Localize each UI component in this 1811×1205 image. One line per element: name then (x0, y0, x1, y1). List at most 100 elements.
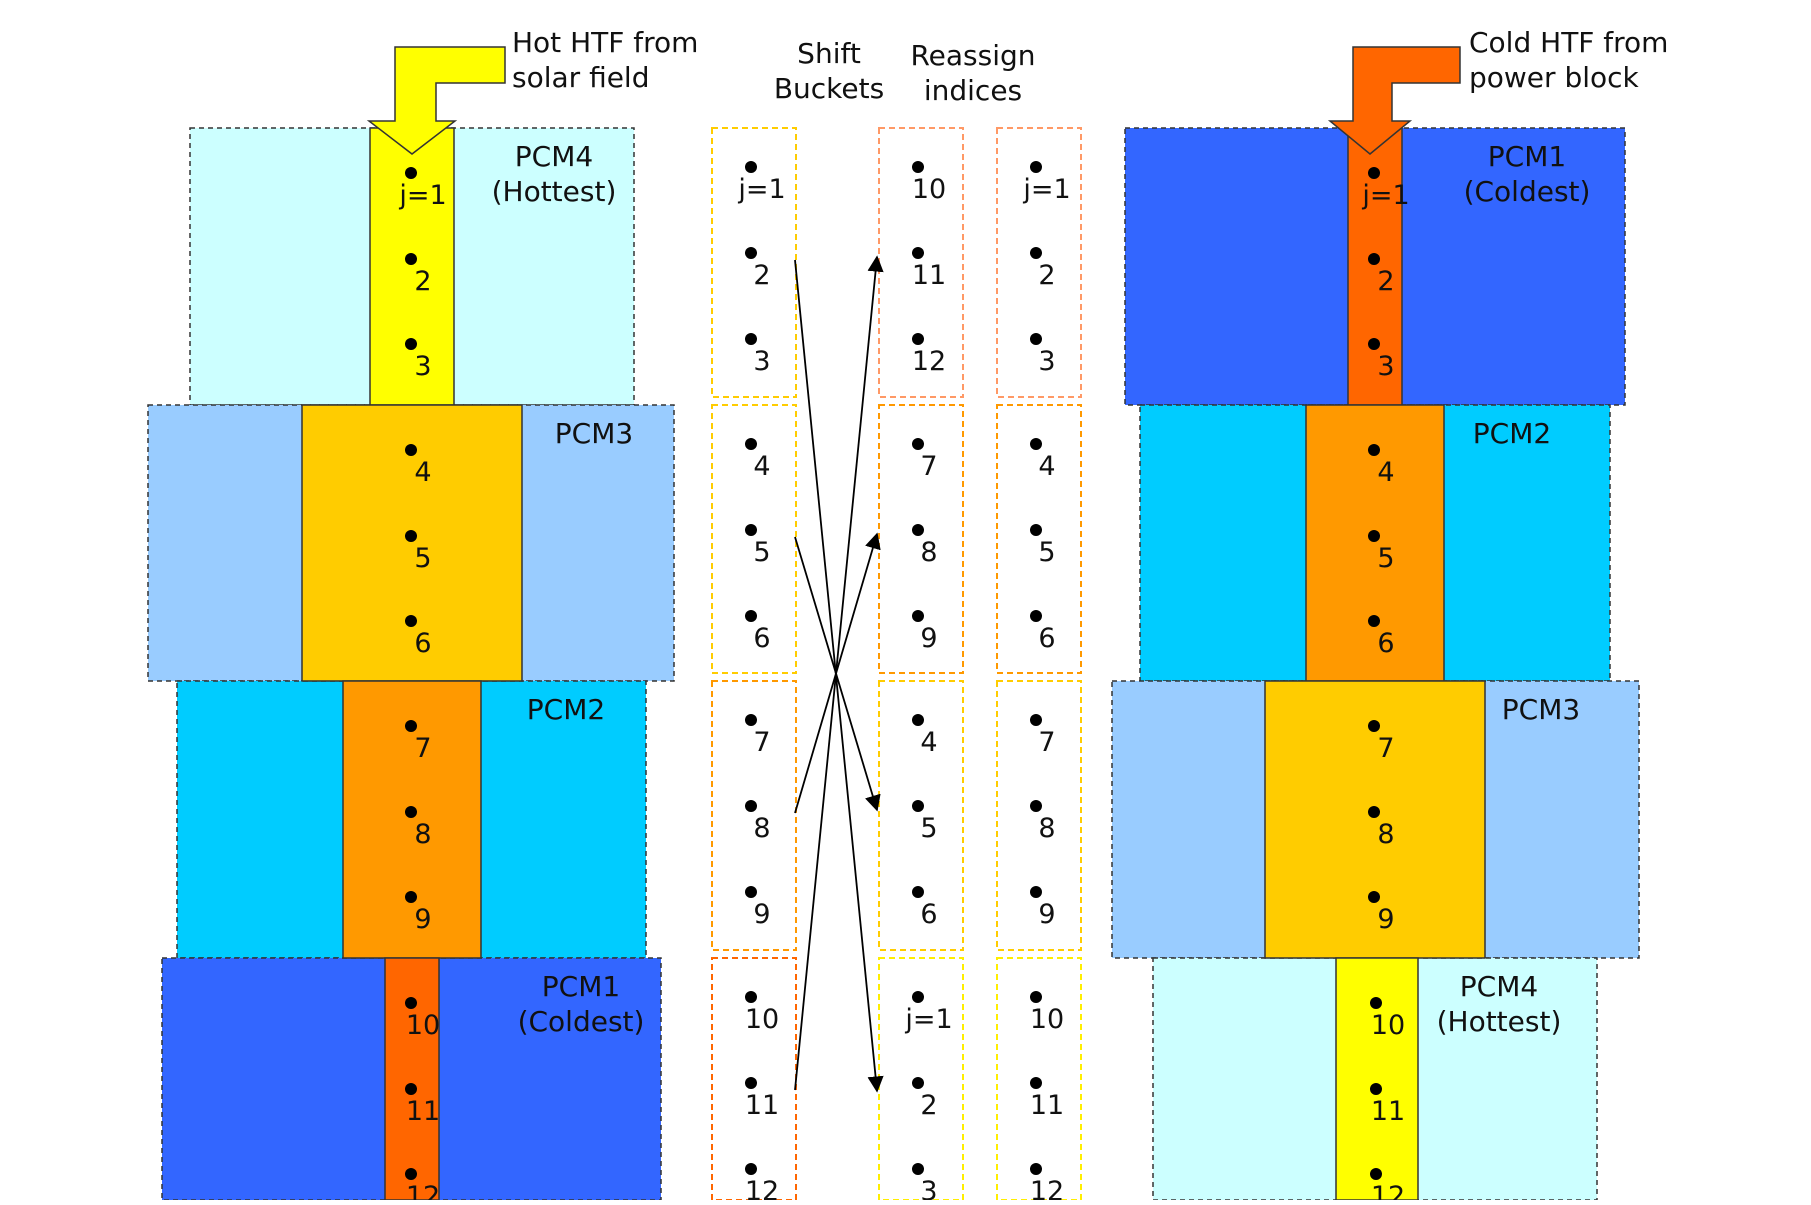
right-node-dot (1370, 1168, 1382, 1180)
reassigned-node-dot (1030, 991, 1042, 1003)
right-node-label: 2 (1377, 266, 1394, 297)
original-node-dot (745, 524, 757, 536)
reassigned-node-label: 11 (1030, 1090, 1064, 1121)
reassigned-node-dot (1030, 1163, 1042, 1175)
right-pcm-label-2: PCM2 (1473, 417, 1551, 450)
left-storage-stack: PCM4(Hottest)j=123PCM3456PCM2789PCM1(Col… (147, 127, 675, 1205)
original-node-dot (745, 800, 757, 812)
original-node-label: 2 (753, 260, 770, 291)
left-node-dot (405, 1083, 417, 1095)
left-node-label: 5 (414, 543, 431, 574)
reassigned-node-dot (1030, 247, 1042, 259)
original-node-dot (745, 247, 757, 259)
shifted-node-label: 5 (920, 813, 937, 844)
right-node-dot (1368, 253, 1380, 265)
shift-arrow-4 (794, 255, 884, 1091)
reassigned-node-label: 12 (1030, 1176, 1064, 1200)
reassigned-node-label: 4 (1038, 451, 1055, 482)
shifted-node-label: 6 (920, 899, 937, 930)
reassigned-node-label: 8 (1038, 813, 1055, 844)
hot-inlet-label-line2: solar field (512, 61, 649, 94)
right-node-label: j=1 (1361, 180, 1409, 211)
left-node-dot (405, 720, 417, 732)
left-pcm-label-4: PCM1 (542, 970, 620, 1003)
right-node-label: 10 (1371, 1010, 1405, 1041)
cold-inlet-arrow (1327, 46, 1461, 155)
left-node-label: 12 (406, 1181, 440, 1200)
reassigned-node-label: 9 (1038, 899, 1055, 930)
reassigned-node-label: 5 (1038, 537, 1055, 568)
original-bucket-3 (711, 680, 797, 951)
reassigned-node-dot (1030, 610, 1042, 622)
reassigned-node-label: 6 (1038, 623, 1055, 654)
left-node-dot (405, 530, 417, 542)
left-pcm-label-2: PCM3 (555, 417, 633, 450)
right-node-label: 11 (1371, 1096, 1405, 1127)
reassigned-bucket-4 (996, 957, 1082, 1201)
original-node-label: 10 (745, 1004, 779, 1035)
shifted-node-label: j=1 (904, 1004, 952, 1035)
original-node-label: 8 (753, 813, 770, 844)
shifted-node-label: 3 (920, 1176, 937, 1200)
hot-inlet-label-line1: Hot HTF from (512, 26, 698, 59)
right-node-label: 7 (1377, 733, 1394, 764)
right-node-label: 5 (1377, 543, 1394, 574)
right-pcm-note-1: (Coldest) (1464, 175, 1591, 208)
reassign-indices-label-line1: Reassign (910, 39, 1035, 72)
right-storage-stack: PCM1(Coldest)j=123PCM2456PCM3789PCM4(Hot… (1111, 127, 1640, 1205)
shifted-node-dot (912, 1077, 924, 1089)
original-node-dot (745, 438, 757, 450)
right-node-dot (1368, 806, 1380, 818)
shifted-node-dot (912, 610, 924, 622)
left-node-label: 7 (414, 733, 431, 764)
left-node-dot (405, 891, 417, 903)
shifted-node-dot (912, 800, 924, 812)
shifted-node-label: 10 (912, 174, 946, 205)
original-node-dot (745, 610, 757, 622)
original-node-dot (745, 1163, 757, 1175)
left-node-dot (405, 1168, 417, 1180)
shift-arrows (794, 255, 884, 1093)
left-node-dot (405, 444, 417, 456)
shift-buckets-label-line1: Shift (797, 37, 861, 70)
right-node-dot (1368, 530, 1380, 542)
right-pipe-4 (1335, 957, 1419, 1201)
right-node-label: 9 (1377, 904, 1394, 935)
shifted-node-dot (912, 333, 924, 345)
reassigned-bucket-3 (996, 680, 1082, 951)
shifted-node-dot (912, 1163, 924, 1175)
original-node-dot (745, 1077, 757, 1089)
left-node-label: 10 (406, 1010, 440, 1041)
left-node-label: 3 (414, 351, 431, 382)
original-node-label: 9 (753, 899, 770, 930)
reassigned-node-label: 2 (1038, 260, 1055, 291)
hot-inlet-arrow (366, 46, 506, 155)
left-node-dot (405, 253, 417, 265)
shifted-node-dot (912, 524, 924, 536)
original-bucket-1 (711, 127, 797, 398)
original-node-label: 6 (753, 623, 770, 654)
reassigned-node-dot (1030, 1077, 1042, 1089)
reassigned-node-dot (1030, 714, 1042, 726)
cold-inlet-label-line1: Cold HTF from (1469, 26, 1668, 59)
shifted-bucket-3 (878, 680, 964, 951)
right-node-label: 6 (1377, 628, 1394, 659)
original-node-label: j=1 (737, 174, 785, 205)
right-node-dot (1368, 338, 1380, 350)
reassigned-node-dot (1030, 886, 1042, 898)
original-node-label: 7 (753, 727, 770, 758)
shifted-node-label: 9 (920, 623, 937, 654)
shifted-node-label: 8 (920, 537, 937, 568)
reassigned-node-label: 3 (1038, 346, 1055, 377)
right-node-dot (1368, 167, 1380, 179)
original-node-label: 11 (745, 1090, 779, 1121)
reassigned-node-label: j=1 (1022, 174, 1070, 205)
left-pcm-label-1: PCM4 (515, 140, 593, 173)
shifted-node-dot (912, 438, 924, 450)
right-pcm-label-4: PCM4 (1460, 970, 1538, 1003)
original-node-dot (745, 886, 757, 898)
left-node-dot (405, 806, 417, 818)
reassigned-node-dot (1030, 438, 1042, 450)
